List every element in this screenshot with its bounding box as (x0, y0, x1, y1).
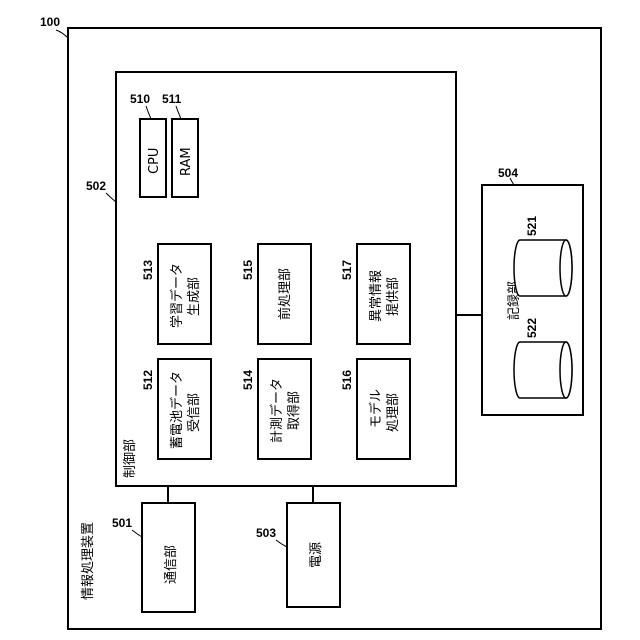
measurement-data-acquirer-ref: 514 (241, 370, 255, 390)
controller-label: 制御部 (123, 439, 138, 478)
anomaly-info-provider-ref: 517 (340, 260, 354, 280)
controller-ref: 502 (86, 179, 106, 193)
cpu-label: CPU (147, 148, 162, 174)
preprocessor-line1: 前処理部 (277, 268, 293, 320)
database-521-icon (514, 240, 572, 296)
database-522-ref: 522 (525, 318, 539, 338)
database-522-icon (514, 342, 572, 398)
training-data-generator-ref: 513 (141, 260, 155, 280)
battery-data-receiver-line2: 受信部 (187, 393, 202, 432)
power-label: 電源 (309, 542, 324, 568)
device-label: 情報処理装置 (81, 522, 96, 600)
battery-data-receiver-line1: 蓄電池データ (169, 371, 185, 449)
storage-ref: 504 (498, 166, 518, 180)
preprocessor-ref: 515 (241, 260, 255, 280)
cpu-ref: 510 (130, 92, 150, 106)
battery-data-receiver-ref: 512 (141, 370, 155, 390)
database-521-ref: 521 (525, 216, 539, 236)
comm-ref: 501 (112, 516, 132, 530)
model-processor-ref: 516 (340, 370, 354, 390)
measurement-data-acquirer-line1: 計測データ (269, 378, 285, 443)
anomaly-info-provider-line1: 異常情報 (369, 270, 384, 322)
measurement-data-acquirer-line2: 取得部 (286, 391, 302, 430)
comm-label: 通信部 (164, 545, 179, 584)
ram-ref: 511 (162, 92, 182, 106)
model-processor-line2: 処理部 (386, 393, 401, 432)
device-ref-leader (56, 30, 68, 38)
training-data-generator-line2: 生成部 (187, 277, 202, 316)
device-ref: 100 (40, 15, 60, 29)
training-data-generator-line1: 学習データ (169, 263, 185, 328)
anomaly-info-provider-line2: 提供部 (385, 277, 401, 316)
model-processor-line1: モデル (368, 389, 384, 428)
ram-label: RAM (179, 147, 194, 176)
power-ref: 503 (256, 526, 276, 540)
